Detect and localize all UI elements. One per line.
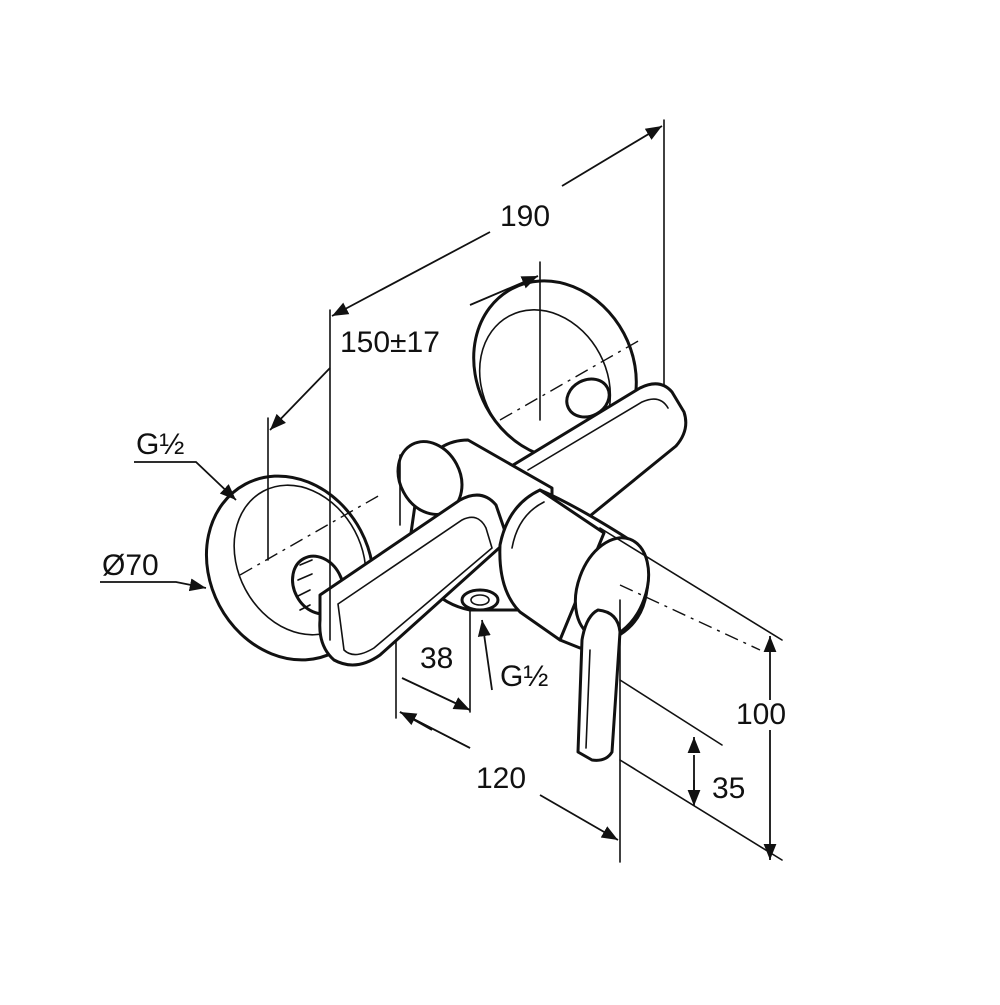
label-outlet-thread: G½ <box>500 660 548 693</box>
cartridge-cap <box>498 488 651 650</box>
label-total-height: 100 <box>736 698 786 731</box>
dimension-lines <box>269 125 777 860</box>
label-overall-width: 190 <box>500 200 550 233</box>
extension-lines <box>267 119 783 863</box>
lever-handle <box>576 608 622 762</box>
label-inlet-thread: G½ <box>136 428 184 461</box>
axis-lines <box>239 339 761 651</box>
label-outlet-height: 35 <box>712 772 745 805</box>
left-arm <box>318 493 510 667</box>
label-rosette-diameter: Ø70 <box>102 549 159 582</box>
label-outlet-projection: 38 <box>420 642 453 675</box>
outlet-nut <box>460 588 500 612</box>
label-lever-projection: 120 <box>476 762 526 795</box>
leader-lines <box>100 461 493 691</box>
dimension-labels: 190 150±17 G½ Ø70 38 G½ 120 100 35 <box>102 200 786 805</box>
label-connection-spacing: 150±17 <box>340 326 440 359</box>
